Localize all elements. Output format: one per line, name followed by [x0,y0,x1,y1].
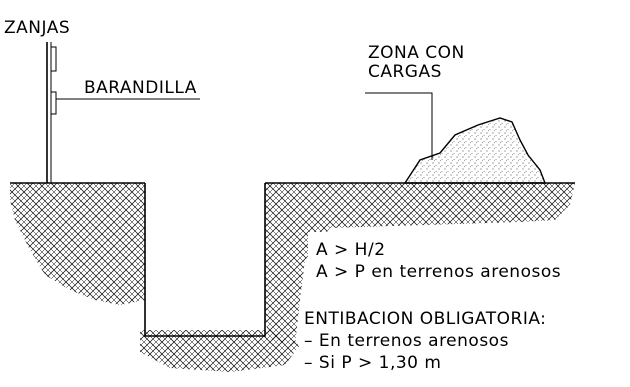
railing-rail-mid [50,91,57,115]
load-zone-leader [365,92,433,160]
requirement-heading: ENTIBACION OBLIGATORIA: [304,309,546,329]
rule-line-2: A > P en terrenos arenosos [316,262,561,282]
text-backing [308,232,630,382]
soil-hatch-left [10,183,145,305]
requirement-item-2: – Si P > 1,30 m [304,353,441,373]
load-zone-label-2: CARGAS [368,62,442,82]
soil-hatch-right [265,183,575,345]
railing-rail-top [50,46,57,72]
railing-label: BARANDILLA [84,78,197,98]
load-pile [403,117,547,184]
diagram-title: ZANJAS [4,18,70,38]
soil-hatch-bottom [140,330,300,372]
rule-line-1: A > H/2 [316,240,386,260]
load-zone-label-1: ZONA CON [368,43,465,63]
requirement-item-1: – En terrenos arenosos [304,331,509,351]
trench-outline [144,183,266,337]
